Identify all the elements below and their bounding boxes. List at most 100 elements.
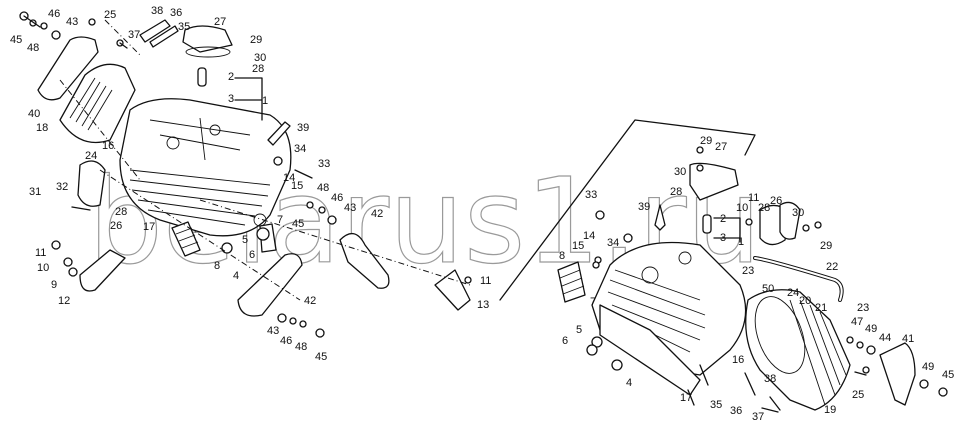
part-number-27: 27 (715, 141, 727, 153)
part-number-13: 13 (477, 299, 489, 311)
part-number-15: 15 (291, 180, 303, 192)
part-number-47: 47 (851, 316, 863, 328)
part-number-33: 33 (318, 158, 330, 170)
part-number-36: 36 (730, 405, 742, 417)
spark-plug-39 (267, 121, 291, 146)
part-number-29: 29 (700, 135, 712, 147)
part-number-17: 17 (143, 221, 155, 233)
bracket-12 (79, 249, 126, 292)
part-number-16: 16 (102, 140, 114, 152)
part-number-43: 43 (267, 325, 279, 337)
part-number-25: 25 (104, 9, 116, 21)
gasket-7 (599, 304, 701, 396)
part-number-1: 1 (738, 236, 744, 248)
part-number-5: 5 (242, 234, 248, 246)
part-number-10: 10 (736, 202, 748, 214)
part-number-42: 42 (304, 295, 316, 307)
cover-26 (779, 201, 801, 240)
part-number-4: 4 (626, 377, 632, 389)
part-number-19: 19 (824, 404, 836, 416)
part-number-24: 24 (85, 150, 97, 162)
part-number-6: 6 (562, 335, 568, 347)
part-number-37: 37 (752, 411, 764, 423)
part-number-9: 9 (51, 279, 57, 291)
part-number-7: 7 (277, 214, 283, 226)
part-number-22: 22 (826, 261, 838, 273)
spark-plug-39-rear (654, 204, 666, 231)
valve-lifter-2 (197, 67, 207, 87)
part-number-49: 49 (922, 361, 934, 373)
part-number-16: 16 (732, 354, 744, 366)
part-number-39: 39 (638, 201, 650, 213)
part-number-35: 35 (178, 21, 190, 33)
part-number-30: 30 (792, 207, 804, 219)
side-cover-24 (77, 160, 106, 207)
part-number-2: 2 (228, 71, 234, 83)
part-number-46: 46 (48, 8, 60, 20)
part-number-6: 6 (249, 249, 255, 261)
part-number-28: 28 (670, 186, 682, 198)
part-number-45: 45 (315, 351, 327, 363)
part-number-24: 24 (787, 287, 799, 299)
part-number-36: 36 (170, 7, 182, 19)
part-number-30: 30 (674, 166, 686, 178)
bracket-42 (237, 253, 303, 317)
part-number-23: 23 (857, 302, 869, 314)
part-number-11: 11 (748, 192, 759, 204)
rear-cylinder-head-assembly (499, 119, 948, 413)
part-number-14: 14 (583, 230, 595, 242)
part-number-17: 17 (680, 392, 692, 404)
part-number-45: 45 (10, 34, 22, 46)
part-number-37: 37 (128, 29, 140, 41)
part-number-29: 29 (820, 240, 832, 252)
part-number-3: 3 (228, 93, 234, 105)
part-number-1: 1 (262, 95, 268, 107)
part-number-15: 15 (572, 240, 584, 252)
part-number-21: 21 (815, 302, 827, 314)
part-number-28: 28 (252, 63, 264, 75)
front-cover-40 (37, 36, 99, 101)
part-number-5: 5 (576, 324, 582, 336)
part-number-43: 43 (66, 16, 78, 28)
spring-8 (171, 221, 201, 257)
bracket-13 (434, 269, 471, 311)
part-number-43: 43 (344, 202, 356, 214)
part-number-8: 8 (559, 250, 565, 262)
part-number-4: 4 (233, 270, 239, 282)
part-number-26: 26 (770, 195, 782, 207)
front-cylinder-18 (59, 63, 136, 144)
part-number-48: 48 (27, 42, 39, 54)
part-number-14: 14 (283, 172, 295, 184)
part-number-50: 50 (762, 283, 774, 295)
part-number-7: 7 (590, 296, 596, 308)
part-number-46: 46 (280, 335, 292, 347)
part-number-2: 2 (720, 213, 726, 225)
part-number-39: 39 (297, 122, 309, 134)
part-number-31: 31 (29, 186, 41, 198)
part-number-28: 28 (115, 206, 127, 218)
part-number-32: 32 (56, 181, 68, 193)
rear-cylinder-19 (745, 289, 851, 411)
part-number-3: 3 (720, 232, 726, 244)
part-number-40: 40 (28, 108, 40, 120)
rear-tappet-cover-27 (689, 162, 739, 201)
part-number-46: 46 (331, 192, 343, 204)
part-number-38: 38 (151, 5, 163, 17)
part-number-11: 11 (480, 275, 491, 287)
cover-41 (879, 342, 916, 406)
tappet-cover-27 (182, 25, 233, 53)
part-number-18: 18 (36, 122, 48, 134)
part-number-25: 25 (852, 389, 864, 401)
bracket-42b (339, 233, 390, 289)
part-number-48: 48 (295, 341, 307, 353)
part-number-12: 12 (58, 295, 70, 307)
part-number-35: 35 (710, 399, 722, 411)
part-number-10: 10 (37, 262, 49, 274)
part-number-8: 8 (214, 260, 220, 272)
part-number-48: 48 (317, 182, 329, 194)
part-number-20: 20 (799, 295, 811, 307)
part-number-44: 44 (879, 332, 891, 344)
